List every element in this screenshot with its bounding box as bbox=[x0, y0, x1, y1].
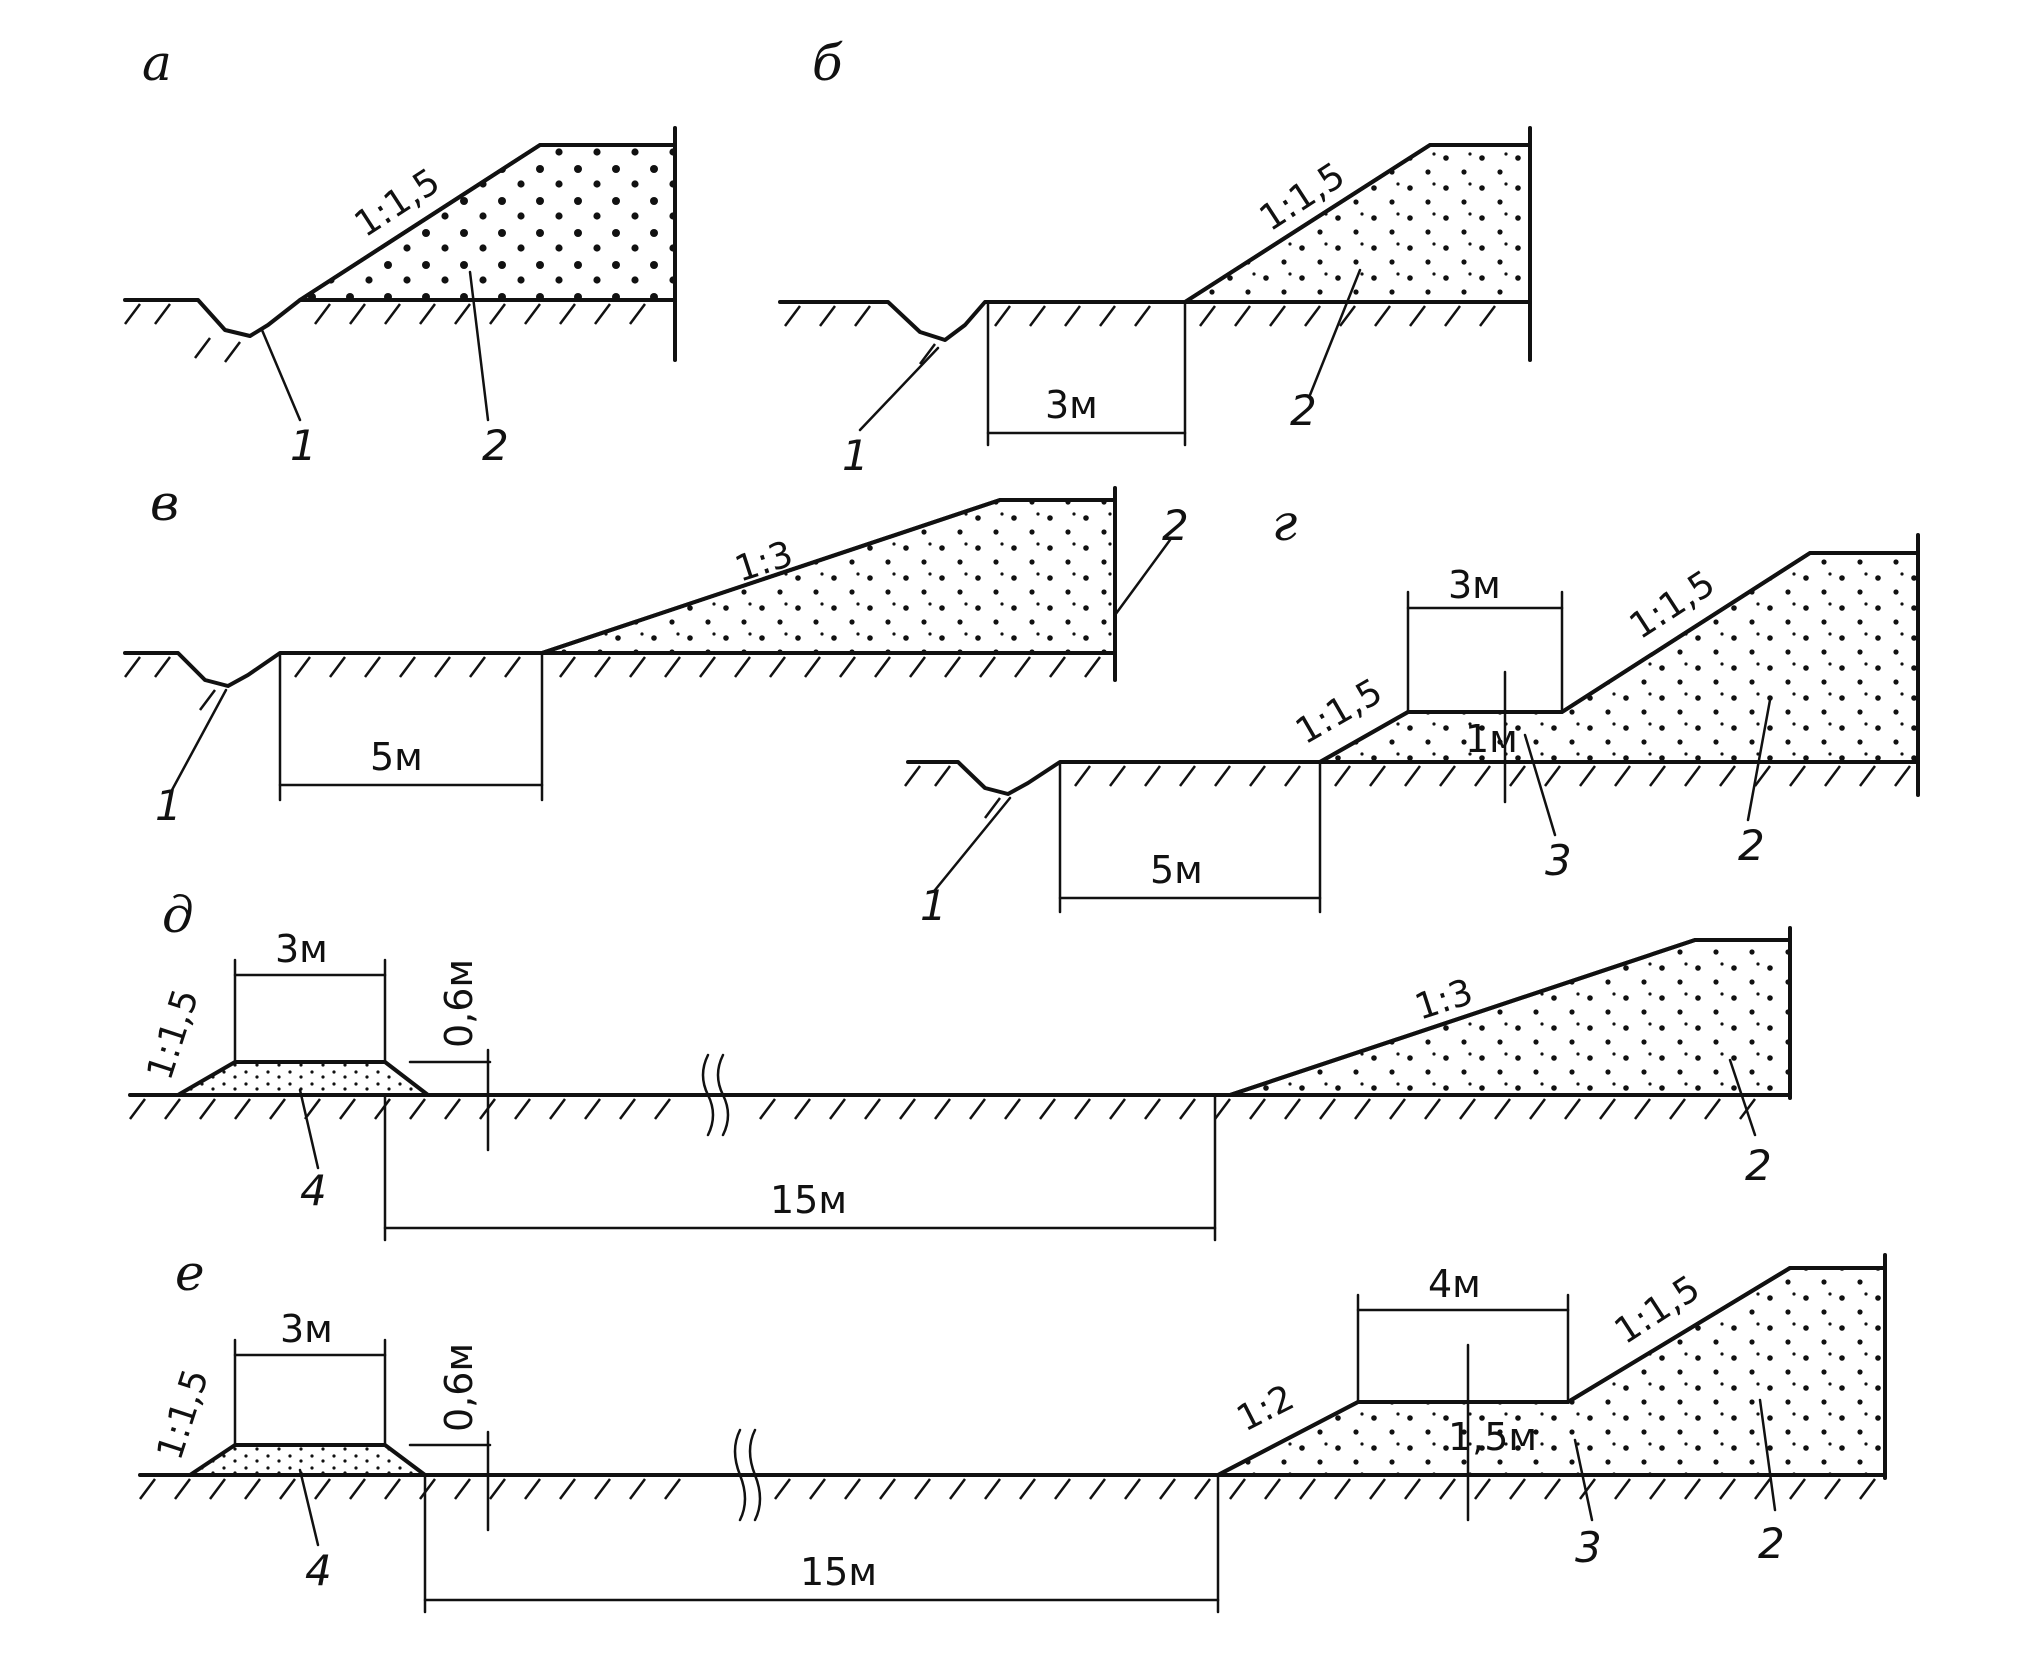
panel-v-ground-line bbox=[123, 651, 1117, 688]
panel-b-leader-2 bbox=[1308, 268, 1362, 397]
panel-e-break-mark bbox=[733, 1428, 762, 1522]
panel-v-ground-hatch bbox=[124, 656, 1101, 711]
panel-g-leader-3 bbox=[1523, 733, 1557, 837]
panel-d-embankment bbox=[1228, 938, 1792, 1097]
panel-g-embankment bbox=[1318, 551, 1920, 764]
panel-a-label-1: 1 bbox=[290, 421, 317, 470]
panel-e-label-4: 4 bbox=[305, 1546, 332, 1595]
panel-e-bank bbox=[188, 1443, 427, 1477]
panel-e-dim-0-6m: 0,6м bbox=[437, 1343, 481, 1432]
panel-a: а 1:1,5 1 2 bbox=[123, 34, 677, 470]
panel-d: д bbox=[128, 886, 1792, 1242]
panel-b-label-1: 1 bbox=[842, 431, 869, 480]
panel-v-slope-line bbox=[540, 498, 1117, 655]
panel-d-slope-line bbox=[1228, 938, 1792, 1097]
panel-d-dim-15m: 15м bbox=[770, 1178, 847, 1222]
panel-e-leader-2 bbox=[1758, 1398, 1777, 1512]
panel-b: б 1:1,5 3м 1 2 bbox=[778, 34, 1532, 480]
panel-v-leader-2 bbox=[1113, 538, 1172, 617]
panel-e-dim-15m: 15м bbox=[800, 1550, 877, 1594]
panel-d-letter: д bbox=[162, 886, 194, 944]
panel-d-dim-3m: 3м bbox=[275, 927, 328, 971]
panel-e-letter: е bbox=[175, 1244, 205, 1302]
panel-g-dim-3m: 3м bbox=[1448, 563, 1501, 607]
panel-v-leader-1 bbox=[170, 688, 228, 792]
panel-e-slope-low-label: 1:2 bbox=[1230, 1377, 1300, 1440]
panel-e-dim-4m: 4м bbox=[1428, 1262, 1481, 1306]
panel-g-label-3: 3 bbox=[1545, 836, 1572, 885]
panel-v-letter: в bbox=[150, 474, 179, 532]
panel-e-label-2: 2 bbox=[1758, 1519, 1785, 1568]
panel-g-dim-5m: 5м bbox=[1150, 848, 1203, 892]
panel-e-dim-3m: 3м bbox=[280, 1307, 333, 1351]
panel-a-label-2: 2 bbox=[482, 421, 509, 470]
panel-d-break-mark bbox=[701, 1053, 730, 1137]
panel-e-leader-4 bbox=[298, 1468, 320, 1547]
panel-g-leader-2 bbox=[1746, 698, 1772, 822]
panel-a-ground-line bbox=[123, 298, 677, 338]
panel-e-bank-slope-label: 1:1,5 bbox=[150, 1364, 218, 1464]
panel-e-leader-3 bbox=[1573, 1438, 1594, 1522]
panel-e: е bbox=[138, 1244, 1887, 1614]
panel-v: в 1:3 5м 1 2 bbox=[123, 474, 1189, 830]
panel-g-label-1: 1 bbox=[920, 881, 947, 930]
panel-a-letter: а bbox=[142, 34, 172, 92]
panel-g-letter: г bbox=[1272, 494, 1297, 552]
panel-d-label-2: 2 bbox=[1745, 1141, 1772, 1190]
panel-b-slope-line bbox=[1183, 143, 1532, 304]
panel-v-embankment bbox=[540, 498, 1117, 655]
panel-d-leader-4 bbox=[298, 1088, 320, 1170]
panel-b-dim-3m: 3м bbox=[1045, 383, 1098, 427]
panel-a-slope-line bbox=[298, 143, 677, 302]
panel-d-label-4: 4 bbox=[300, 1166, 327, 1215]
panel-g-leader-1 bbox=[933, 796, 1012, 892]
panel-v-dim-5m: 5м bbox=[370, 735, 423, 779]
panel-g-label-2: 2 bbox=[1738, 821, 1765, 870]
panel-a-ground-hatch bbox=[124, 303, 646, 363]
panel-e-embankment bbox=[1216, 1266, 1887, 1477]
panel-d-bank bbox=[176, 1060, 430, 1097]
panel-e-label-3: 3 bbox=[1575, 1523, 1602, 1572]
panel-g-dim-1m: 1м bbox=[1465, 717, 1518, 761]
panel-b-ground-hatch bbox=[784, 305, 1496, 365]
panel-d-ground-hatch bbox=[129, 1098, 1756, 1120]
panel-b-letter: б bbox=[812, 34, 843, 92]
panel-v-label-2: 2 bbox=[1162, 501, 1189, 550]
panel-b-label-2: 2 bbox=[1290, 386, 1317, 435]
panel-e-ground-hatch bbox=[139, 1478, 1876, 1500]
panel-e-dim-1-5m: 1,5м bbox=[1448, 1415, 1537, 1459]
panel-b-leader-1 bbox=[858, 346, 940, 432]
panel-g-ground-hatch bbox=[904, 765, 1911, 819]
panel-b-ground-line bbox=[778, 300, 1532, 342]
panel-a-leader-1 bbox=[260, 328, 302, 422]
panel-d-dim-0-6m: 0,6м bbox=[437, 959, 481, 1048]
panel-a-leader-2 bbox=[468, 270, 490, 422]
panel-v-label-1: 1 bbox=[155, 781, 182, 830]
panel-d-leader-2 bbox=[1728, 1058, 1757, 1137]
panel-d-bank-slope-label: 1:1,5 bbox=[140, 984, 208, 1084]
